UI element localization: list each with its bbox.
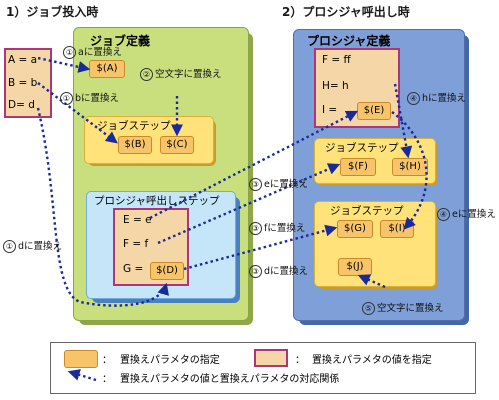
arrow-e-to-E <box>149 110 359 220</box>
arrow-D-to-G <box>183 224 338 271</box>
chip-J: $(J) <box>338 258 372 276</box>
proc-call-step-title: プロシジャ呼出しステップ <box>94 195 220 207</box>
submit-values-box <box>4 48 52 118</box>
value-F: F = f <box>123 238 149 250</box>
submit-value-A: A = a <box>8 54 38 66</box>
legend-arrow-icon <box>67 369 97 382</box>
heading-job-submit: 1）ジョブ投入時 <box>6 5 99 19</box>
legend-item-param: 置換えパラメタの指定 <box>120 355 220 366</box>
legend-box <box>50 342 476 394</box>
proc-step1-title: ジョブステップ <box>325 142 399 154</box>
legend-colon-1: ： <box>102 355 112 366</box>
chip-H: $(H) <box>392 158 428 176</box>
procedure-definition-title: プロシジャ定義 <box>307 34 391 48</box>
legend-colon-3: ： <box>102 374 112 385</box>
chip-C: $(C) <box>160 136 194 154</box>
arrow-e-to-I <box>391 111 428 230</box>
arrow-f-to-F <box>157 163 341 245</box>
legend-swatch-chip <box>64 350 98 368</box>
heading-procedure-call: 2）プロシジャ呼出し時 <box>282 5 410 19</box>
job-definition-title: ジョブ定義 <box>90 34 151 48</box>
value-G: G = <box>123 263 144 275</box>
chip-G: $(G) <box>337 220 373 238</box>
arrow-d-to-D <box>36 107 169 307</box>
chip-A: $(A) <box>89 60 125 78</box>
proc-value-F: F = ff <box>322 54 351 66</box>
proc-value-I: I = <box>322 104 338 116</box>
arrow-a-to-A <box>37 56 91 73</box>
chip-B: $(B) <box>118 136 152 154</box>
legend-colon-2: ： <box>295 355 305 366</box>
submit-value-D: D= d <box>8 99 35 111</box>
arrow-empty-to-J <box>357 274 386 289</box>
job-step-title: ジョブステップ <box>97 120 171 132</box>
chip-D: $(D) <box>150 262 184 280</box>
proc-value-H: H= h <box>322 80 349 92</box>
value-E: E = e <box>123 214 152 226</box>
legend-item-value: 置換えパラメタの値を指定 <box>312 355 432 366</box>
arrow-h-to-H <box>393 83 413 159</box>
chip-F: $(F) <box>340 158 376 176</box>
submit-value-B: B = b <box>8 77 38 89</box>
legend-swatch-value <box>254 349 288 367</box>
proc-step2-title: ジョブステップ <box>330 205 404 217</box>
legend-item-arrow: 置換えパラメタの値と置換えパラメタの対応関係 <box>120 374 340 385</box>
